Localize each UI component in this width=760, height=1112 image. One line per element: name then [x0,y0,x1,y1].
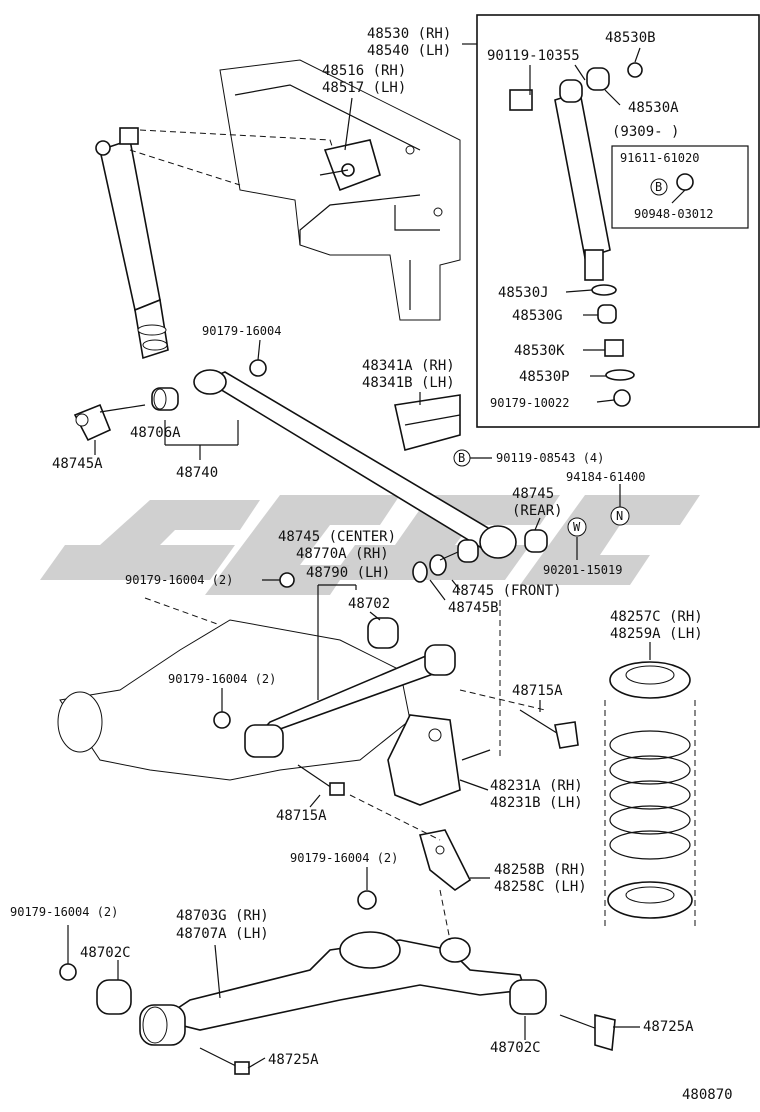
lower-bracket [418,829,472,891]
bracket-231b-label: 48231B (LH) [490,795,583,811]
circle-w-label: W [573,520,581,534]
part-745b-label: 48745B [448,600,499,616]
bump-stopper [394,394,461,451]
nut-upper-label: 90179-16004 [202,324,281,338]
insulator-lh-label: 48259A (LH) [610,626,703,642]
leader-lines [67,43,686,1069]
insulator-rh-label: 48257C (RH) [610,609,703,625]
rear-bushings [279,529,548,588]
bolt-715a-left-label: 48715A [276,808,327,824]
inset-part-j-label: 48530J [498,285,549,301]
coil-spring [604,661,696,930]
bolt-48725a-left-part [199,1047,250,1075]
arm-lh-label: 48707A (LH) [176,926,269,942]
bracket-rh-label: 48516 (RH) [322,63,406,79]
rear-label: (REAR) [512,503,563,519]
part-labels: 48530 (RH) 48540 (LH) 90119-10355 48530B… [10,26,733,1103]
rod-790-label: 48790 (LH) [306,565,390,581]
bolt-48745a-part [73,403,146,442]
nut-2b-part [213,711,231,729]
inset-washer-label: 90948-03012 [634,207,713,221]
inset-date-range: (9309- ) [612,124,679,140]
inset-frame [476,14,760,428]
lateral-rod [193,369,517,559]
fitting-label: 90201-15019 [543,563,622,577]
part-745-label: 48745 [512,486,554,502]
bolt-715a-right-label: 48715A [512,683,563,699]
inset-bolt2-label: 91611-61020 [620,151,699,165]
arm-rh-label: 48703G (RH) [176,908,269,924]
inset-label-rh: 48530 (RH) [367,26,451,42]
bracket-lh-label: 48517 (LH) [322,80,406,96]
nut-2a-label: 90179-16004 (2) [125,573,233,587]
rod-740-label: 48740 [176,465,218,481]
bushing-48702c-left-part [96,979,132,1015]
bracket-258b-label: 48258B (RH) [494,862,587,878]
figure-number: 480870 [682,1087,733,1103]
inset-bushing-b-label: 48530B [605,30,656,46]
bushing-702c-left-label: 48702C [80,945,131,961]
circle-b2-label: B [458,451,465,465]
bushing-702c-right-label: 48702C [490,1040,541,1056]
watermark-logo [40,495,700,595]
rivet-label: 94184-61400 [566,470,645,484]
inset-shock-absorber [509,62,694,407]
center-label: 48745 (CENTER) [278,529,396,545]
bolt-48715a-left [297,764,345,796]
shock-bracket [319,139,381,192]
nut-2b-label: 90179-16004 (2) [168,672,276,686]
inset-part-k-label: 48530K [514,343,565,359]
nut-2c-label: 90179-16004 (2) [290,851,398,865]
front-label: 48745 (FRONT) [452,583,562,599]
inset-nut-label: 90179-10022 [490,396,569,410]
bushing-48702c-right-part [509,979,547,1015]
nut-2c-part [357,890,377,910]
upper-control-arm [244,617,456,758]
bracket-258c-label: 48258C (LH) [494,879,587,895]
axle-bracket [387,714,491,806]
lower-control-arm [139,931,527,1046]
inset-circle-b-label: B [655,180,662,194]
bushing-702-label: 48702 [348,596,390,612]
nut-2d-part [59,963,77,981]
shock-absorber [95,127,341,360]
inset-part-p-label: 48530P [519,369,570,385]
bracket-231a-label: 48231A (RH) [490,778,583,794]
bolt-48725a-right-part [559,1013,616,1052]
inset-label-lh: 48540 (LH) [367,43,451,59]
inset-subframe [611,145,749,229]
inset-circle-b [650,178,668,196]
nut-2d-label: 90179-16004 (2) [10,905,118,919]
circle-b2 [453,449,471,467]
bolt-745a-label: 48745A [52,456,103,472]
rod-770a-label: 48770A (RH) [296,546,389,562]
inset-part-g-label: 48530G [512,308,563,324]
circle-n-label: N [616,509,623,523]
fitting-w-circle [567,517,587,537]
bushing-48706a [151,387,179,411]
bump-lh-label: 48341B (LH) [362,375,455,391]
bolt-48715a-right [519,709,579,749]
bolt-725a-left-label: 48725A [268,1052,319,1068]
bushing-706a-label: 48706A [130,425,181,441]
inset-bolt-label: 90119-10355 [487,48,580,64]
bolt-725a-right-label: 48725A [643,1019,694,1035]
inset-bushing-a-label: 48530A [628,100,679,116]
bolt-08543-label: 90119-08543 (4) [496,451,604,465]
bump-rh-label: 48341A (RH) [362,358,455,374]
nut-upper-part [249,359,267,377]
